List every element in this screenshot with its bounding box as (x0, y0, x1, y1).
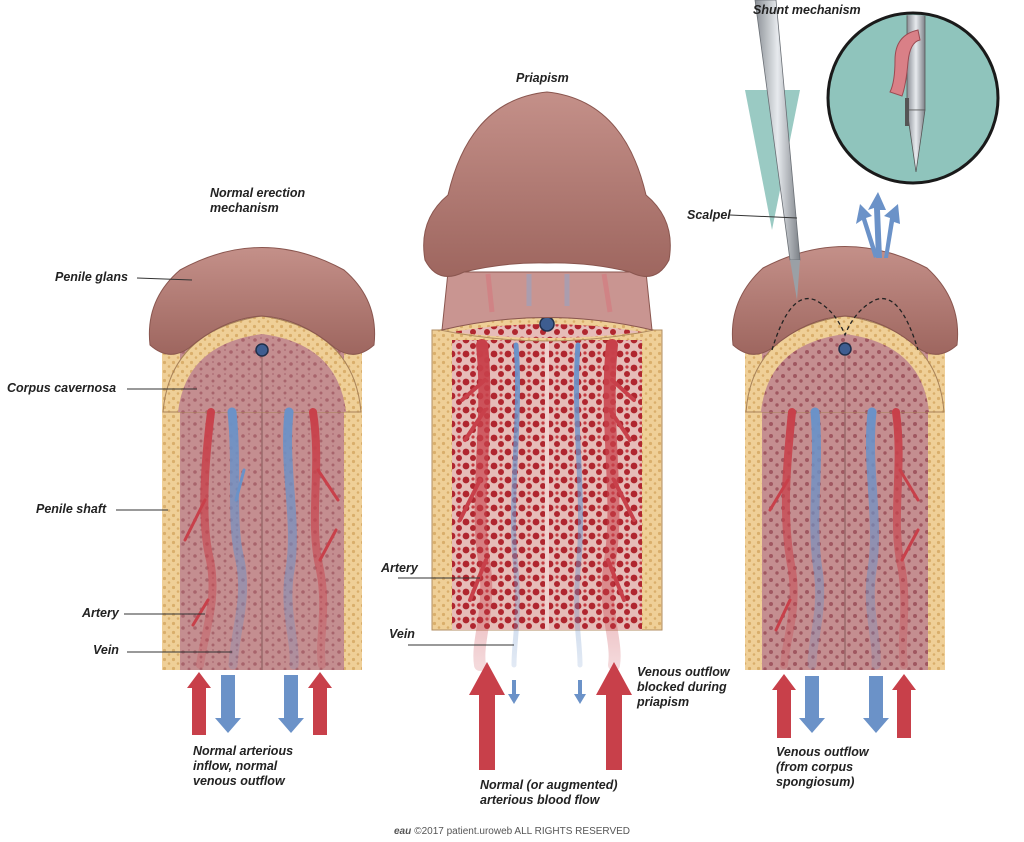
eau-logo: eau (393, 826, 412, 837)
shunt-drawing (729, 0, 1000, 738)
scalpel-label: Scalpel (687, 208, 731, 222)
copyright-footer: eau©2017 patient.uroweb ALL RIGHTS RESER… (0, 826, 1024, 837)
copyright-text: ©2017 patient.uroweb ALL RIGHTS RESERVED (414, 826, 631, 837)
shunt-caption: Venous outflow (from corpus spongiosum) (776, 745, 869, 789)
normal-caption: Normal arterious inflow, normal venous o… (193, 744, 294, 788)
priapism-drawing (398, 91, 671, 770)
penile-glans-label: Penile glans (55, 270, 128, 284)
shunt-panel-title: Shunt mechanism (753, 3, 861, 17)
normal-artery-label: Artery (82, 606, 119, 620)
priapism-panel-title: Priapism (516, 71, 569, 85)
priapism-vein-label: Vein (389, 627, 415, 641)
priapism-artery-label: Artery (381, 561, 418, 575)
corpus-cavernosa-label: Corpus cavernosa (7, 381, 117, 395)
normal-panel-title: Normal erection mechanism (210, 186, 306, 215)
priapism-caption: Normal (or augmented) arterious blood fl… (480, 778, 618, 807)
venous-blocked-label: Venous outflow blocked during priapism (637, 665, 730, 709)
normal-vein-label: Vein (93, 643, 119, 657)
penile-shaft-label: Penile shaft (36, 502, 107, 516)
normal-erection-drawing (116, 247, 376, 735)
